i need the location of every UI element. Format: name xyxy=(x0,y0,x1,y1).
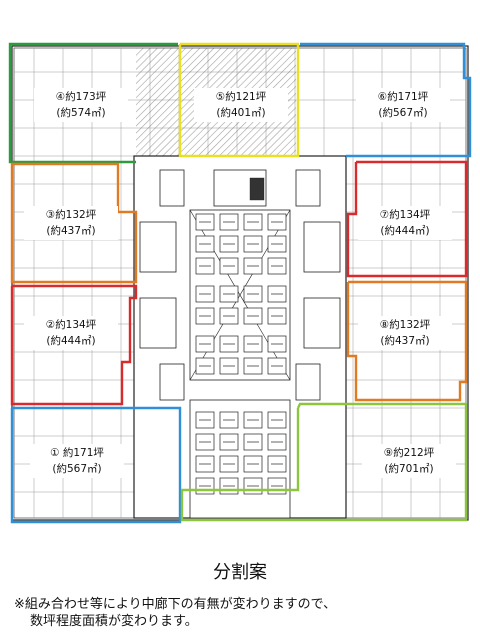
zone-4-boundary xyxy=(8,42,178,164)
zone-3-boundary xyxy=(10,162,138,284)
zone-1-m2: (約567㎡) xyxy=(52,463,102,475)
zone-2-boundary xyxy=(10,284,138,406)
zone-8-m2: (約437㎡) xyxy=(380,335,430,347)
zone-5-label: ⑤約121坪 (約401㎡) xyxy=(194,88,288,122)
building-core xyxy=(133,155,347,519)
zone-8-label: ⑧約132坪 (約437㎡) xyxy=(358,316,452,350)
zone-5-tsubo: ⑤約121坪 xyxy=(215,91,267,103)
zone-9-tsubo: ⑨約212坪 xyxy=(383,447,435,459)
zone-6-tsubo: ⑥約171坪 xyxy=(377,91,429,103)
zone-5-m2: (約401㎡) xyxy=(216,107,266,119)
zone-1-boundary xyxy=(10,406,182,524)
footnote-line-2: 数坪程度面積が変わります。 xyxy=(30,614,198,629)
zone-7-boundary xyxy=(346,160,468,278)
zone-9-m2: (約701㎡) xyxy=(384,463,434,475)
zone-4-tsubo: ④約173坪 xyxy=(55,91,107,103)
zone-6-label: ⑥約171坪 (約567㎡) xyxy=(356,88,450,122)
elevator-bank xyxy=(195,213,287,495)
zone-4-label: ④約173坪 (約574㎡) xyxy=(34,88,128,122)
zone-6-boundary xyxy=(300,42,472,158)
zone-2-m2: (約444㎡) xyxy=(46,335,96,347)
zone-8-tsubo: ⑧約132坪 xyxy=(379,319,431,331)
zone-2-tsubo: ②約134坪 xyxy=(45,319,97,331)
footnote: ※組み合わせ等により中廊下の有無が変わりますので、 数坪程度面積が変わります。 xyxy=(14,596,474,630)
zone-9-label: ⑨約212坪 (約701㎡) xyxy=(362,444,456,478)
zone-2-label: ②約134坪 (約444㎡) xyxy=(24,316,118,350)
zone-7-tsubo: ⑦約134坪 xyxy=(379,209,431,221)
zone-8-boundary xyxy=(346,280,468,402)
zone-7-label: ⑦約134坪 (約444㎡) xyxy=(358,206,452,240)
zone-5-boundary xyxy=(178,42,300,158)
zone-3-m2: (約437㎡) xyxy=(46,225,96,237)
zone-3-label: ③約132坪 (約437㎡) xyxy=(24,206,118,240)
zone-6-m2: (約567㎡) xyxy=(378,107,428,119)
zone-7-m2: (約444㎡) xyxy=(380,225,430,237)
zone-4-m2: (約574㎡) xyxy=(56,107,106,119)
zone-1-label: ① 約171坪 (約567㎡) xyxy=(30,444,124,478)
zone-1-tsubo: ① 約171坪 xyxy=(50,447,104,459)
figure-caption: 分割案 xyxy=(213,562,267,583)
zone-3-tsubo: ③約132坪 xyxy=(45,209,97,221)
zone-9-boundary xyxy=(180,402,468,522)
footnote-line-1: ※組み合わせ等により中廊下の有無が変わりますので、 xyxy=(14,597,337,612)
